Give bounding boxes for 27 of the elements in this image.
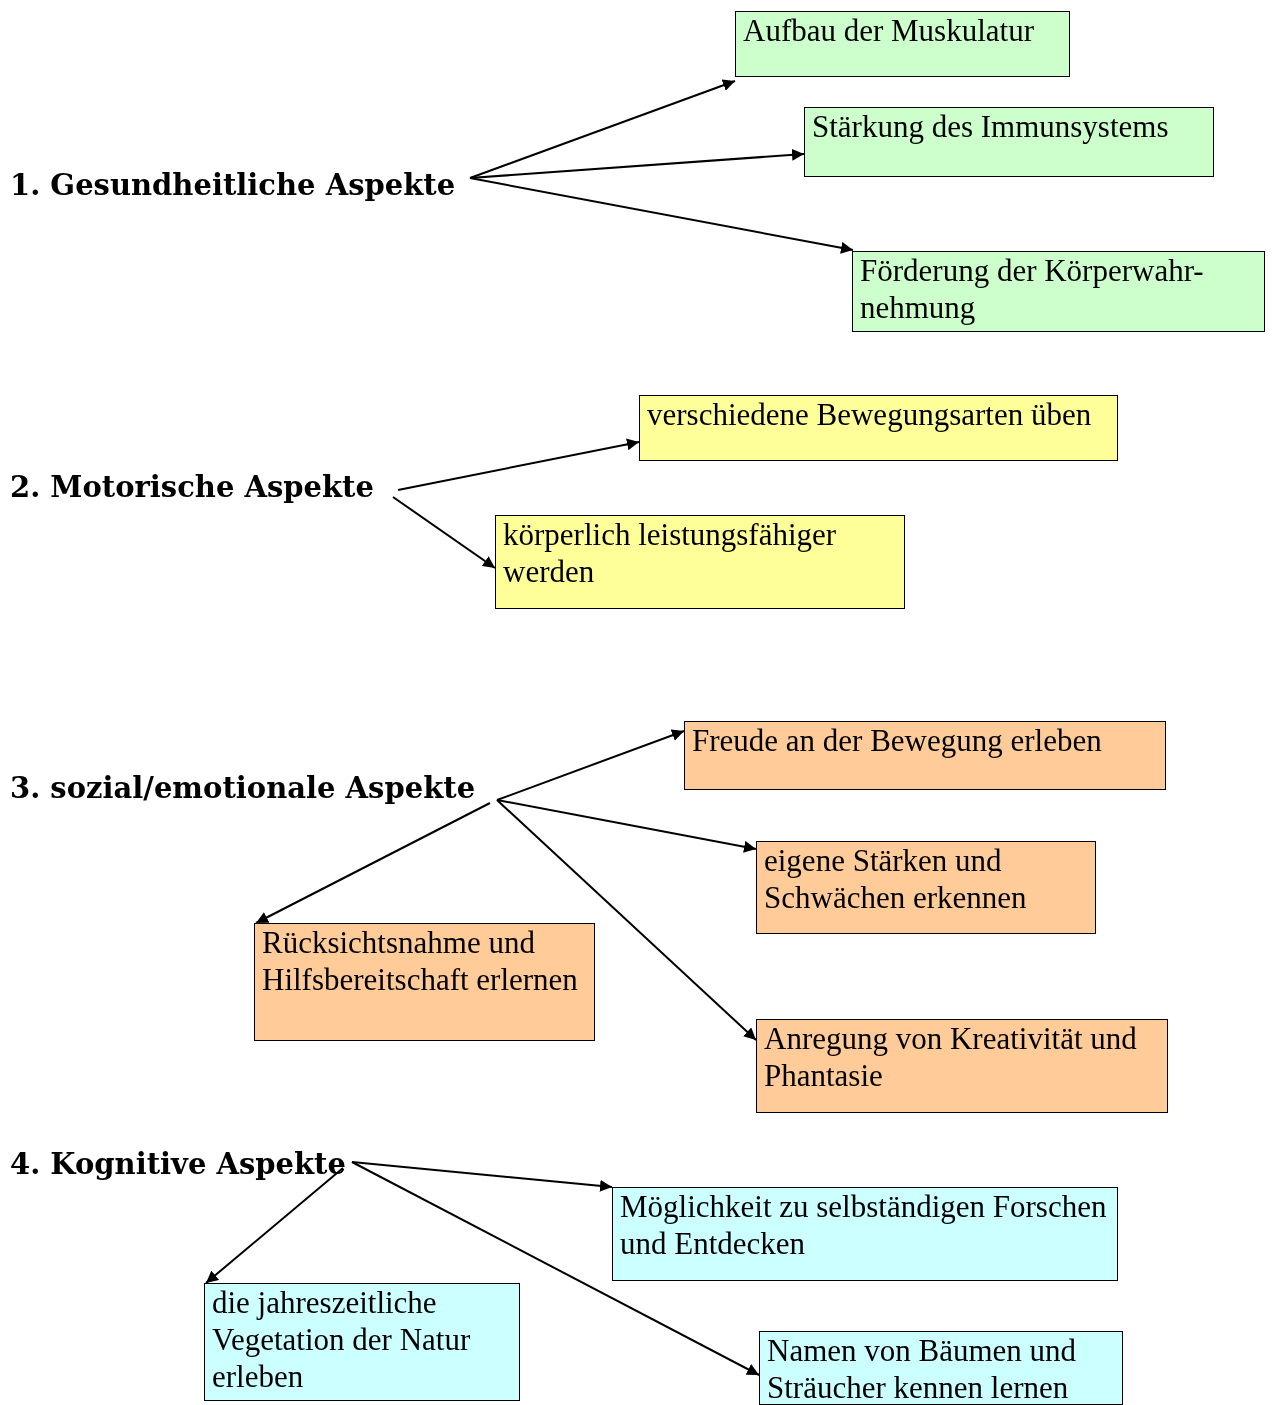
text-box: Möglichkeit zu selbständigen Forschen und Entdecken — [612, 1187, 1118, 1281]
text-box: die jahreszeitliche Vegetation der Natur erleben — [204, 1283, 520, 1401]
text-box: körperlich leistungsfähiger werden — [495, 515, 905, 609]
text-box: Freude an der Bewegung erleben — [684, 721, 1166, 790]
arrow — [496, 799, 757, 853]
text-box: Förderung der Körperwahr- nehmung — [852, 251, 1265, 332]
text-box: Stärkung des Immunsystems — [804, 107, 1214, 177]
arrow — [469, 79, 736, 179]
text-box: verschiedene Bewegungsarten üben — [639, 395, 1118, 461]
arrow — [392, 496, 496, 569]
arrow — [397, 438, 640, 491]
arrow — [496, 799, 757, 1041]
text-box: eigene Stärken und Schwächen erkennen — [756, 841, 1096, 934]
arrow — [205, 1167, 344, 1284]
aspect-heading: 2. Motorische Aspekte — [10, 470, 390, 504]
text-box: Namen von Bäumen und Sträucher kennen lernen — [759, 1331, 1123, 1405]
arrow — [469, 177, 854, 254]
aspect-heading: 1. Gesundheitliche Aspekte — [10, 168, 472, 202]
arrow — [496, 729, 685, 801]
arrow — [255, 802, 491, 924]
text-box: Aufbau der Muskulatur — [735, 11, 1070, 77]
arrow — [351, 1161, 613, 1192]
text-box: Anregung von Kreativität und Phantasie — [756, 1019, 1168, 1113]
text-box: Rücksichtsnahme und Hilfsbereitschaft erlernen — [254, 923, 595, 1041]
aspect-heading: 4. Kognitive Aspekte — [10, 1147, 360, 1181]
aspect-heading: 3. sozial/emotionale Aspekte — [10, 771, 500, 805]
arrow — [351, 1161, 760, 1376]
